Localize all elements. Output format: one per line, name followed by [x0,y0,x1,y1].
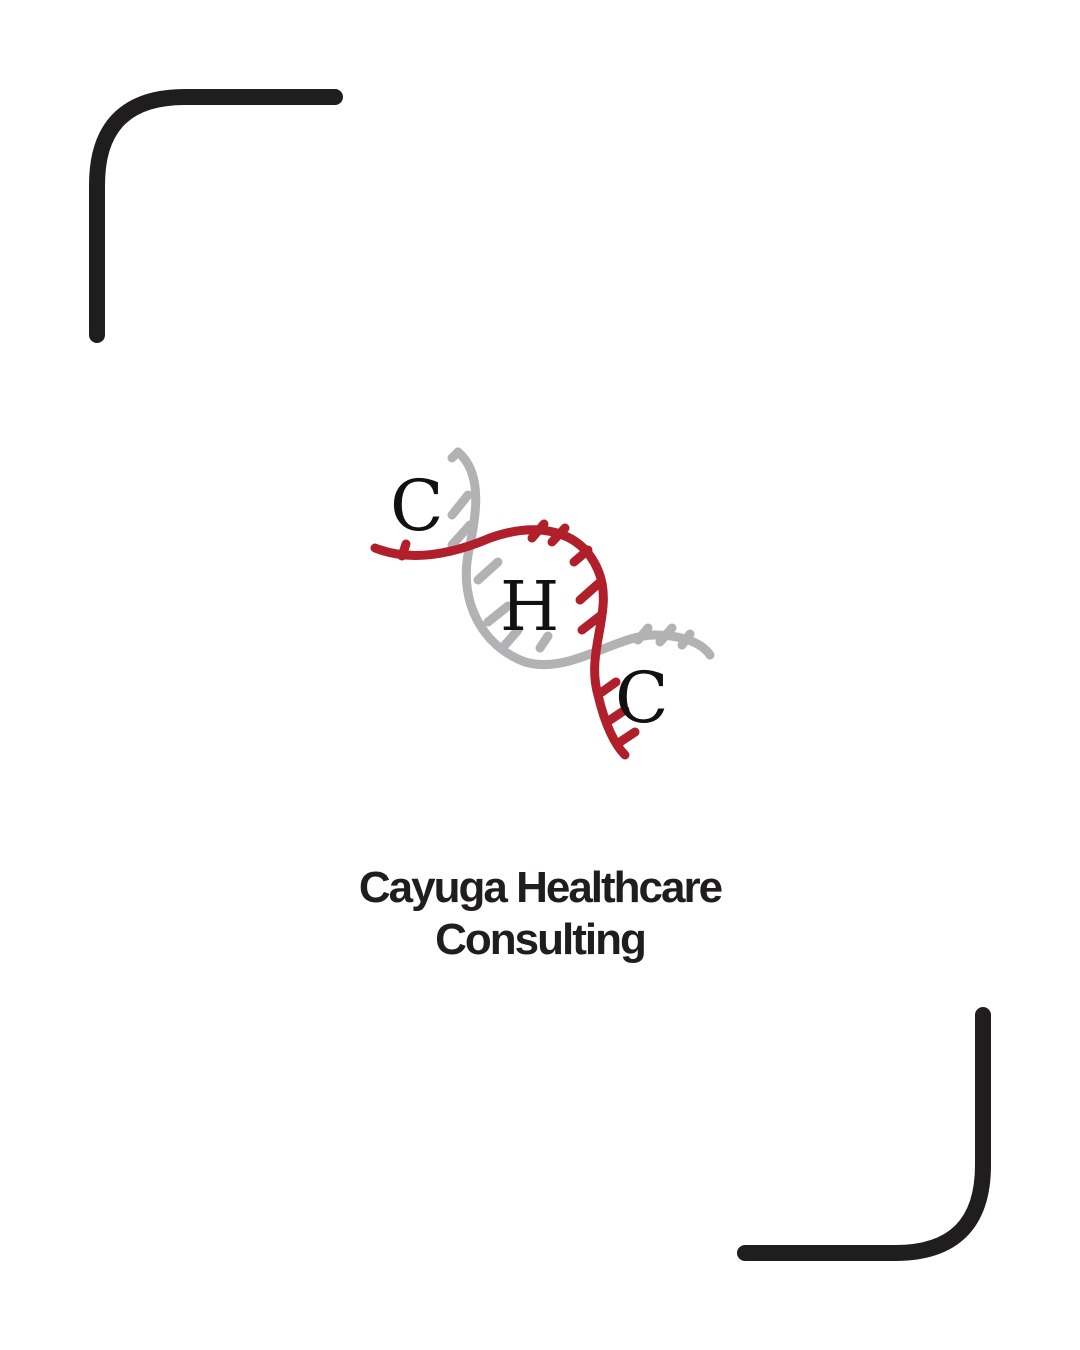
monogram-letter-c-bottom: C [615,657,669,739]
company-name-line-1: Cayuga Healthcare [358,863,723,912]
dna-helix-icon: C H C [370,447,715,760]
company-name-line-2: Consulting [435,915,647,964]
corner-bracket-top-left-icon [89,89,343,343]
red-strand [370,519,640,760]
gray-strand [447,447,715,670]
corner-bracket-bottom-right-icon [737,1007,991,1261]
company-name: Cayuga Healthcare Consulting [0,862,1080,966]
monogram-letter-c-top: C [390,465,444,547]
monogram-letter-h: H [500,568,559,647]
